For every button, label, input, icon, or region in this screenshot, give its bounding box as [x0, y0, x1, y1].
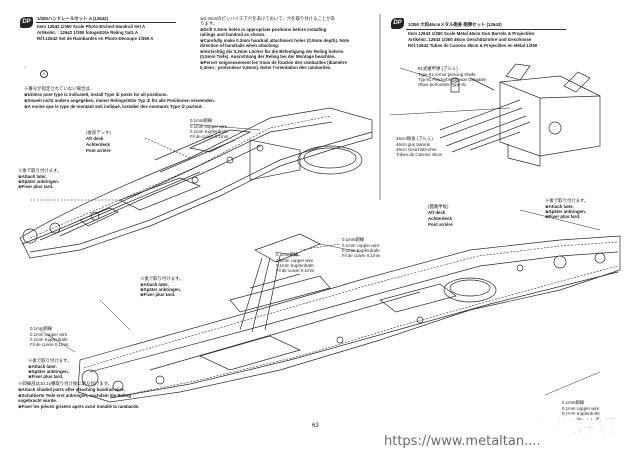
wire-right-en: 0.1mm copper wire	[562, 406, 600, 411]
center-note-fr-2: 0,3mm ; profondeur 0,5mm). Noter l'orien…	[200, 65, 332, 70]
attach-later-mid-de: ※Später anbringen.	[140, 287, 182, 292]
center-note-jp-1: ※0.3mmのピンバイスで穴をあけておいて、穴を取り付けることがあ	[200, 16, 336, 21]
shaded-note-de-2: angebracht wurde.	[18, 398, 58, 403]
center-note-fr-1: ※Percer soigneusement les trous de fixat…	[200, 60, 347, 65]
gun-label-jp: 46cm砲身 (アルミ)	[396, 136, 433, 141]
wire-upper-de: 0,1mm Kupferdraht	[190, 129, 228, 134]
attach-later-right-jp: ※後で取り付けます。	[545, 198, 589, 203]
attach-later-left-de: ※Später anbringen.	[18, 179, 60, 184]
aft-deck-upper-fr: Pont arrière	[86, 148, 111, 153]
center-note-de-1: ※Vorsichtig die 0,3mm Löcher für die Bef…	[200, 49, 344, 54]
aft-deck-right-jp: (艦尾甲板)	[428, 204, 449, 209]
left-note-de: ※Soweit nicht anders angegeben, immer Re…	[24, 98, 216, 103]
right-header-title-jp: 1/350 大和46cmメタル砲身 砲弾セット (12643)	[408, 22, 502, 27]
center-note-jp-2: ります。	[200, 21, 218, 26]
attach-later-left-jp: ※後で取り付けます。	[18, 168, 62, 173]
shell-label-de: Typ 91 Panzerbrechende Granaten	[418, 77, 487, 82]
attach-later-bottom-jp: ※後で取り付けます。	[28, 358, 72, 363]
wire-left-fr: Fil de cuivre 0,1mm	[30, 342, 69, 347]
left-header-title-en: Item 12642 1/350 Scale Photo-Etched Hand…	[37, 24, 146, 29]
center-note-en-1: ※Drill 0.3mm holes in appropriate positi…	[200, 27, 327, 32]
wire-left-de: 0,1mm Kupferdraht	[30, 337, 68, 342]
attach-later-mid-en: ※Attach later.	[140, 282, 169, 287]
gun-label-fr: Tubes de Canons 46cm	[396, 152, 443, 157]
wire-upper-en: 0.1mm copper wire	[190, 124, 228, 129]
logo-graphic: 鋼鐵浮城	[537, 413, 618, 438]
center-note-de-2: (0,5mm Tiefe). Ausrichtung der Reling be…	[200, 54, 336, 59]
attach-later-left-fr: ※Fixer plus tard.	[18, 184, 54, 189]
gun-label-en: 46cm gun barrels	[396, 142, 430, 147]
attach-later-bottom-de: ※Später anbringen.	[28, 369, 70, 374]
attach-later-bottom-en: ※Attach later.	[28, 364, 57, 369]
header-rule-right	[406, 29, 566, 30]
shaded-note-jp: ※斜線部は10.14番取り付け後に取り付けます。	[18, 381, 112, 386]
shell-label-en: Type 91 Armor piercing shells	[418, 72, 476, 77]
attach-later-right-fr: ※Fixer plus tard.	[545, 214, 581, 219]
center-note-en-3: ※Carefully make 0.3mm handrail attachmen…	[200, 38, 350, 43]
aft-deck-upper-jp: (後部デッキ)	[86, 130, 111, 135]
wire-left-jp: 0.1mm銅線	[30, 326, 53, 331]
wire-mid-a-jp: 0.1mm銅線	[342, 237, 365, 242]
wire-mid-a-en: 0.1mm copper wire	[342, 243, 380, 248]
left-header-title-jp: 1/350ハンドレールセット A (12642)	[37, 16, 109, 21]
center-note-en-4: direction of handrails when attaching.	[200, 43, 280, 48]
aft-deck-right-de: Achterdeck	[428, 216, 452, 221]
left-header-title-fr: Réf.12642 Set de Rambardes en Photo-Déco…	[37, 36, 154, 41]
post-type-legend: ○	[24, 64, 27, 69]
right-header-title-de: Artikelnr. 12643 1/350 46cm Geschützrohr…	[408, 37, 532, 42]
aft-deck-right-fr: Pont arrière	[428, 222, 453, 227]
wire-upper-jp: 0.1mm銅線	[190, 118, 213, 123]
aft-deck-right-en: Aft deck	[428, 210, 446, 215]
wire-mid-b-fr: Fil de cuivre 0,1mm	[276, 268, 315, 273]
left-note-fr: ※A moins que le type de montant soit ind…	[24, 104, 203, 109]
shaded-note-en: ※Attach shaded parts after attaching han…	[18, 387, 125, 392]
logo-text: 鋼鐵浮城	[537, 413, 617, 437]
wire-left-en: 0.1mm copper wire	[30, 332, 68, 337]
attach-later-left-en: ※Attach later.	[18, 174, 47, 179]
attach-later-mid-jp: ※後で取り付けます。	[140, 276, 184, 281]
shaded-note-fr: ※Fixer les pièces grisées après avoir in…	[18, 404, 140, 409]
shell-label-jp: 91式徹甲弾 (アルミ)	[418, 66, 458, 71]
wire-right-de: 0,1mm Kupferdraht	[562, 411, 600, 416]
attach-later-right-de: ※Später anbringen.	[545, 209, 587, 214]
left-note-jp: ※番号が指定されていない場合は、	[24, 86, 95, 91]
header-rule-left	[36, 22, 176, 23]
left-header-title-de: Artikelnr. : 12642 1/350 fotogeätzte Rel…	[37, 30, 139, 35]
attach-later-mid-fr: ※Fixer plus tard.	[140, 292, 176, 297]
right-header-title-fr: Réf.12643 Tubes de Canons 46cm & Project…	[408, 43, 538, 48]
attach-later-right-en: ※Attach later.	[545, 204, 574, 209]
aft-deck-upper-de: Achterdeck	[86, 142, 110, 147]
dp-badge-left: DP	[20, 17, 33, 28]
aft-deck-upper-en: Aft deck	[86, 136, 104, 141]
shell-label-fr: Obus perforants Type 91	[418, 82, 467, 87]
wire-mid-b-en: 0.1mm copper wire	[276, 258, 314, 263]
watermark-url: https://www.metaltan....	[384, 434, 541, 449]
left-note-en: ※Unless post type is indicated, install …	[24, 92, 168, 97]
wire-right-fr: Fil de cuivre 0,1mm	[562, 416, 601, 421]
wire-upper-fr: Fil de cuivre 0,1mm	[190, 134, 229, 139]
wire-mid-a-fr: Fil de cuivre 0,1mm	[342, 253, 381, 258]
shaded-note-de-1: ※Schattierte Teile erst anbringen, nachd…	[18, 393, 131, 398]
wire-mid-b-de: 0,1mm Kupferdraht	[276, 263, 314, 268]
wire-right-jp: 0.1mm銅線	[562, 400, 585, 405]
page-number: 63	[312, 423, 319, 429]
post-type-1-icon: 1	[40, 70, 48, 78]
dp-badge-right: DP	[391, 18, 404, 29]
center-note-en-2: railings and handrail as shown.	[200, 32, 266, 37]
wire-mid-b-jp: 0.1mm銅線	[276, 252, 299, 257]
attach-later-bottom-fr: ※Fixer plus tard.	[28, 374, 64, 379]
site-logo: 鋼鐵浮城	[533, 410, 637, 438]
wire-mid-a-de: 0,1mm Kupferdraht	[342, 248, 380, 253]
right-header-title-en: Item 12643 1/350 Scale Metal 46cm Gun Ba…	[408, 31, 535, 36]
gun-label-de: 46cm Geschützrohre	[396, 147, 437, 152]
